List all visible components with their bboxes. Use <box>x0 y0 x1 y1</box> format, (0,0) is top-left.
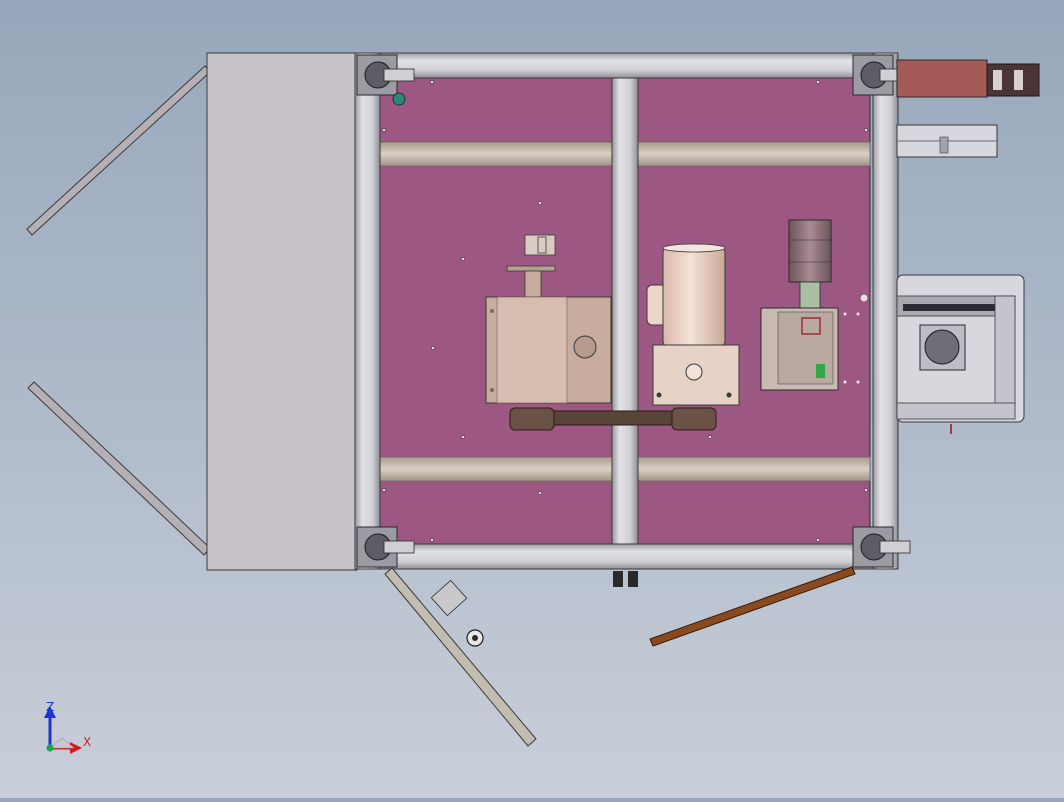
stepper-motor <box>760 219 860 391</box>
bottom-connector <box>613 571 623 587</box>
drive-motor <box>646 243 740 406</box>
bottom-connector <box>628 571 638 587</box>
plate-holes <box>382 80 869 542</box>
cable-chain <box>896 59 1040 98</box>
axis-z-label: Z <box>46 700 54 714</box>
belt-drive <box>509 407 717 431</box>
aluminum-frame <box>354 52 899 570</box>
axis-triad-icon: Z X <box>44 700 91 754</box>
gearbox <box>485 234 612 404</box>
swing-arm <box>384 567 537 747</box>
caster-wheel-icon <box>356 54 415 106</box>
side-module <box>896 274 1025 434</box>
caster-wheel-icon <box>356 526 415 568</box>
left-door-lower <box>27 381 211 556</box>
front-panel <box>206 52 358 571</box>
left-door-upper <box>26 65 211 236</box>
caster-wheel-icon <box>852 526 911 568</box>
linear-rail <box>896 124 998 158</box>
brown-rod <box>649 566 856 647</box>
axis-x-label: X <box>83 735 91 749</box>
